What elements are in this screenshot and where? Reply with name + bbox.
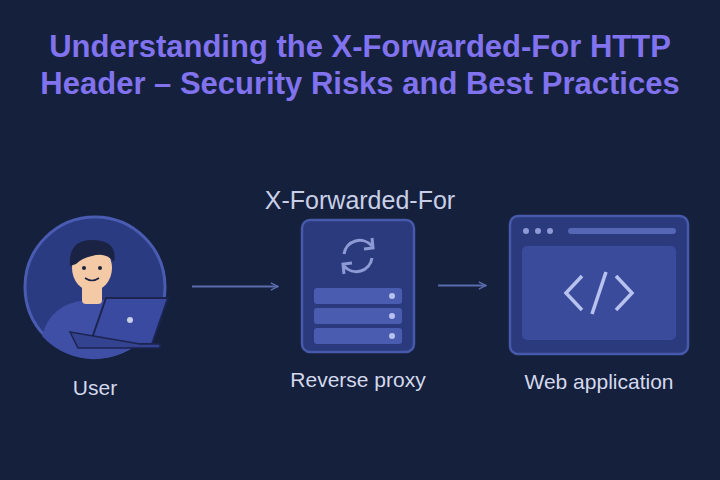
proxy-icon bbox=[300, 218, 416, 354]
webapp-icon bbox=[508, 214, 690, 356]
webapp-window: Web application bbox=[508, 214, 690, 398]
proxy-box: Reverse proxy bbox=[300, 218, 416, 396]
node-label: User bbox=[73, 376, 117, 400]
node-label: Web application bbox=[524, 370, 673, 394]
header-label: X-Forwarded-For bbox=[265, 186, 455, 215]
flow-arrow bbox=[192, 286, 278, 288]
diagram-title: Understanding the X-Forwarded-For HTTP H… bbox=[40, 28, 680, 102]
node-label: Reverse proxy bbox=[290, 368, 425, 392]
user-icon bbox=[20, 212, 170, 362]
user-circle: User bbox=[20, 212, 170, 404]
flow-arrow bbox=[438, 285, 486, 287]
